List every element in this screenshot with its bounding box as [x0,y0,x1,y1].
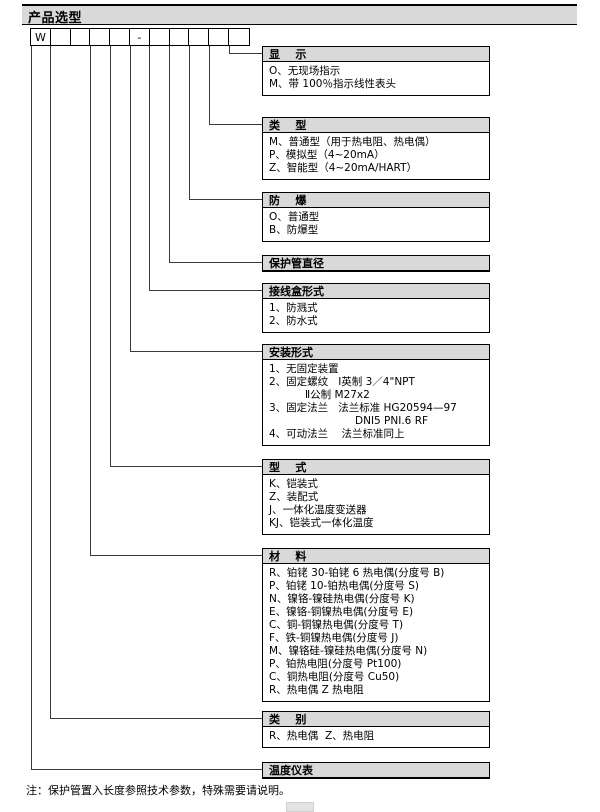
section-option: P、铂铑 10-铂热电偶(分度号 S) [269,580,420,592]
leader-vertical-material [89,46,91,555]
section-option: M、镍铬硅-镍硅热电偶(分度号 N) [269,645,428,657]
section-box-protection_tube_diameter: 保护管直径 [262,255,490,272]
section-option: M、普通型（用于热电阻、热电偶） [269,136,436,148]
section-option: K、铠装式 [269,478,318,490]
section-option: 2、防水式 [269,315,318,327]
section-option: R、热电偶 Z 热电阻 [269,684,364,696]
model-code-cell-11[interactable] [229,29,249,45]
section-option: Ⅱ公制 M27x2 [305,389,370,401]
section-option: 2、固定螺纹 Ⅰ英制 3／4"NPT [269,376,415,388]
section-option: 3、固定法兰 法兰标准 HG20594—97 [269,402,457,414]
model-code-row[interactable]: W- [30,28,250,46]
page-title: 产品选型 [28,11,83,26]
section-box-instrument: 温度仪表 [262,762,490,779]
model-code-cell-7[interactable] [150,29,170,45]
section-option: C、铜热电阻(分度号 Cu50) [269,671,400,683]
leader-vertical-mounting [129,46,131,351]
model-code-cell-5[interactable] [110,29,130,45]
section-box-category: 类 别 R、热电偶 Z、热电阻 [262,711,490,748]
leader-horizontal-explosion_proof [188,199,262,200]
leader-horizontal-junction_box [149,290,262,291]
page-title-bar: 产品选型 [22,6,577,26]
section-option: P、铂热电阻(分度号 Pt100) [269,658,402,670]
model-code-cell-1[interactable]: W [31,29,51,45]
model-code-cell-6[interactable]: - [130,29,150,45]
section-header-type: 类 型 [263,118,489,133]
section-option: O、普通型 [269,211,320,223]
section-option: E、镍铬-铜镍热电偶(分度号 E) [269,606,414,618]
section-option: N、镍铬-镍硅热电偶(分度号 K) [269,593,415,605]
section-header-explosion_proof: 防 爆 [263,193,489,208]
section-option: 1、防溅式 [269,302,318,314]
section-option: F、铁-铜镍热电偶(分度号 J) [269,632,399,644]
model-code-cell-9[interactable] [189,29,210,45]
section-header-category: 类 别 [263,712,489,727]
leader-horizontal-material [89,555,262,556]
footer-note: 注：保护管置入长度参照技术参数，特殊需要请说明。 [26,784,290,797]
section-option: KJ、铠装式一体化温度 [269,517,374,529]
section-header-instrument: 温度仪表 [263,763,489,778]
leader-vertical-category [50,46,52,718]
leader-vertical-display [228,46,230,53]
model-code-cell-8[interactable] [170,29,190,45]
section-body-category: R、热电偶 Z、热电阻 [263,727,489,747]
section-option: R、铂铑 30-铂铑 6 热电偶(分度号 B) [269,567,445,579]
section-option: M、带 100％指示线性表头 [269,78,396,90]
section-option: R、热电偶 Z、热电阻 [269,730,375,742]
page-corner-mark [286,802,314,812]
section-option: J、一体化温度变送器 [269,504,367,516]
leader-horizontal-mounting [129,351,262,352]
section-body-material: R、铂铑 30-铂铑 6 热电偶(分度号 B)P、铂铑 10-铂热电偶(分度号 … [263,564,489,701]
section-option: P、模拟型（4~20mA） [269,149,385,161]
section-option: 1、无固定装置 [269,363,339,375]
section-header-style: 型 式 [263,460,489,475]
section-header-display: 显 示 [263,47,489,62]
leader-horizontal-protection_tube_diameter [169,262,262,263]
section-option: 4、可动法兰 法兰标准同上 [269,428,405,440]
section-option: C、铜-铜镍热电偶(分度号 T) [269,619,404,631]
model-code-cell-2[interactable] [51,29,71,45]
model-code-cell-4[interactable] [90,29,111,45]
leader-horizontal-display [228,53,262,54]
model-code-cell-10[interactable] [209,29,229,45]
leader-horizontal-style [109,466,262,467]
leader-vertical-style [109,46,111,466]
leader-horizontal-instrument [30,769,262,770]
section-option: Z、智能型（4~20mA/HART） [269,162,418,174]
leader-vertical-explosion_proof [188,46,190,199]
leader-horizontal-type [208,124,262,125]
section-option: DNI5 PNI.6 RF [355,415,429,427]
section-header-material: 材 料 [263,549,489,564]
leader-vertical-junction_box [149,46,151,290]
leader-vertical-type [208,46,210,124]
model-code-cell-3[interactable] [71,29,91,45]
section-header-mounting: 安装形式 [263,345,489,360]
section-option: Z、装配式 [269,491,319,503]
leader-vertical-instrument [30,46,32,769]
leader-vertical-protection_tube_diameter [169,46,171,262]
top-rule [22,4,577,6]
section-option: B、防爆型 [269,224,319,236]
section-header-junction_box: 接线盒形式 [263,284,489,299]
leader-horizontal-category [50,718,262,719]
section-option: O、无现场指示 [269,65,341,77]
section-body-type: M、普通型（用于热电阻、热电偶）P、模拟型（4~20mA）Z、智能型（4~20m… [263,133,489,179]
section-header-protection_tube_diameter: 保护管直径 [263,256,489,271]
